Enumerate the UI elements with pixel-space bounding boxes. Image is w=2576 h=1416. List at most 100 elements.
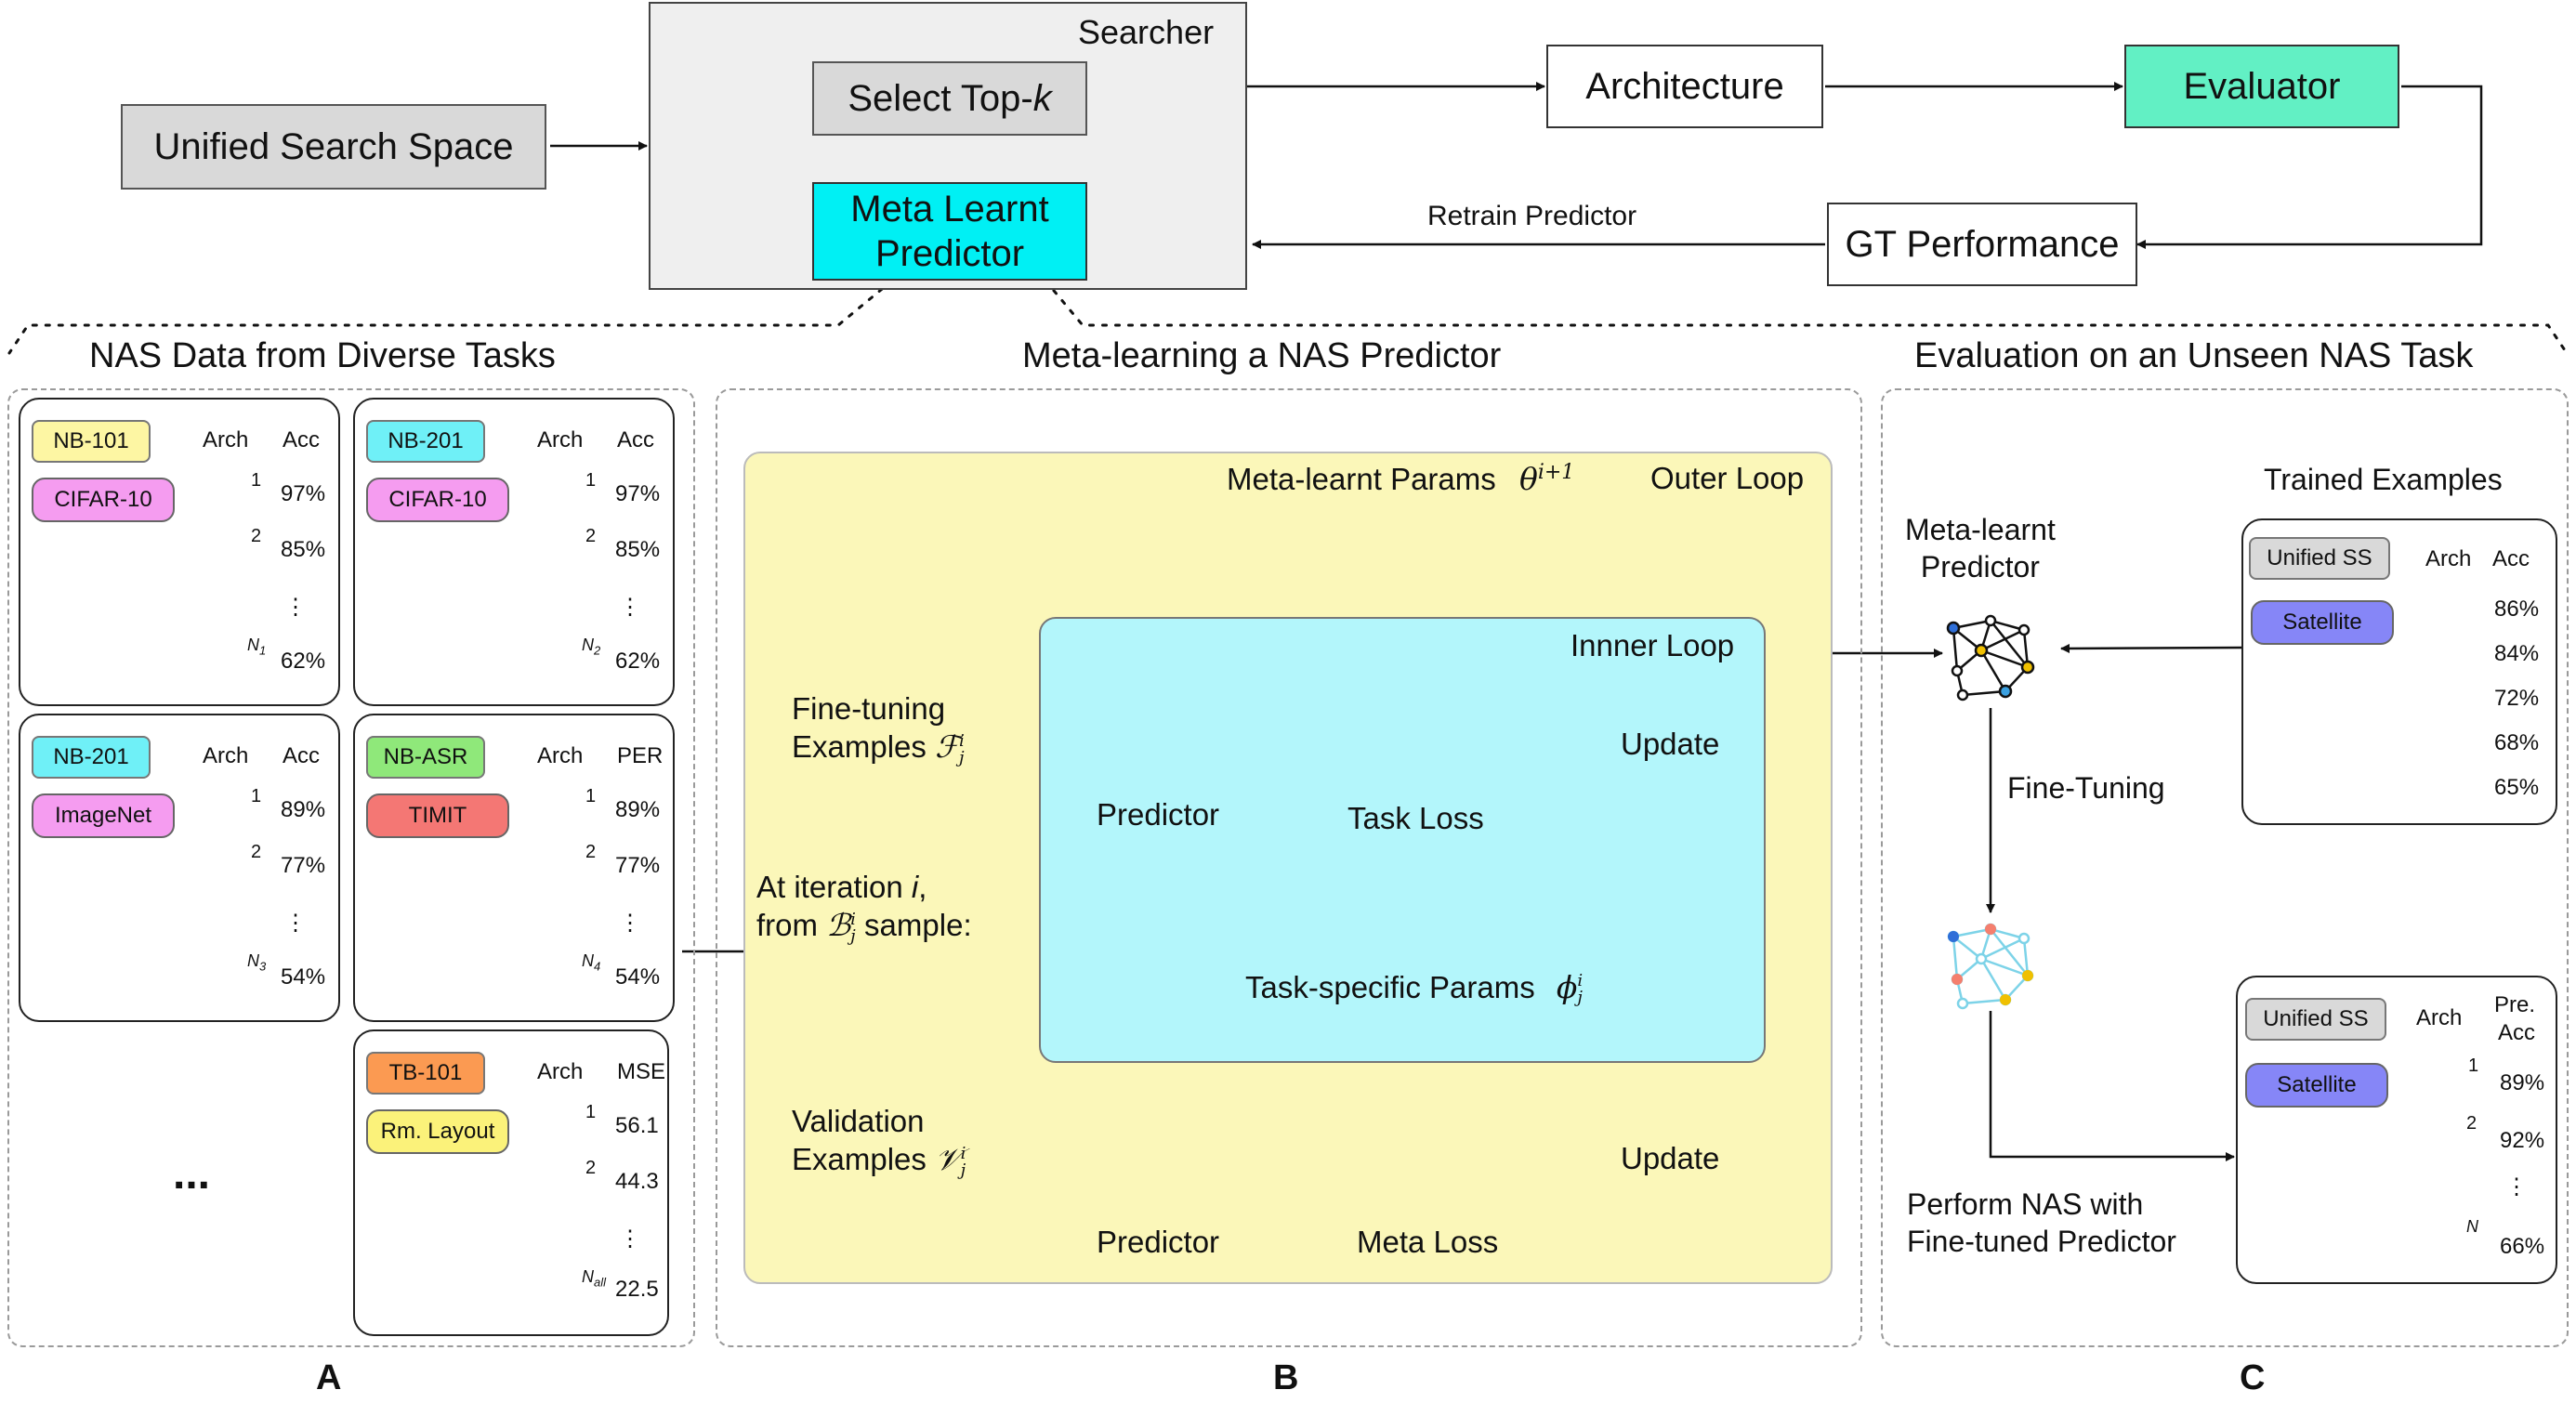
meta-params-label: Meta-learnt Params θi+1 — [1227, 461, 1574, 497]
arch-index-n-sub: 1 — [259, 643, 267, 658]
validation-symbol: 𝒱 — [935, 1141, 961, 1178]
finetune-sup: i — [959, 730, 965, 751]
inner-loop-label: Innner Loop — [1571, 628, 1735, 662]
meta-loss-label: Meta Loss — [1357, 1225, 1499, 1259]
dataset-badge: CIFAR-10 — [366, 478, 509, 522]
vertical-ellipsis: ⋮ — [284, 911, 307, 936]
arch-index: 1 — [251, 786, 262, 806]
predictor-label-1: Predictor — [1097, 797, 1220, 832]
searcher-label: Searcher — [1078, 13, 1215, 51]
validation-sub: j — [960, 1160, 966, 1180]
benchmark-tag: NB-201 — [32, 736, 151, 779]
arch-col-header: Arch — [537, 743, 584, 768]
arch-index-n-sub: all — [594, 1275, 607, 1290]
arch-index-n: N1 — [247, 636, 266, 659]
arch-index-n: N4 — [582, 951, 600, 975]
metric-value: 77% — [615, 853, 661, 878]
dataset-badge: CIFAR-10 — [32, 478, 175, 522]
metric-value-n: 22.5 — [615, 1277, 659, 1302]
more-tasks-ellipsis: ... — [173, 1149, 211, 1199]
metric-value: 85% — [615, 537, 661, 562]
unified-ss-tag: Unified SS — [2245, 998, 2386, 1041]
meta-params-text: Meta-learnt Params — [1227, 462, 1496, 496]
arch-index-n-letter: N — [247, 636, 259, 654]
task-params-symbol: ϕ — [1556, 969, 1578, 1005]
select-topk-box: Select Top-k — [812, 61, 1087, 136]
section-b-frame — [716, 388, 1862, 1347]
task-loss-label: Task Loss — [1347, 801, 1484, 835]
meta-learnt-predictor-label: Meta-learnt Predictor — [1905, 511, 2056, 585]
section-letter-b: B — [1273, 1358, 1299, 1397]
arch-index-n: Nall — [582, 1267, 606, 1291]
architecture-box: Architecture — [1546, 45, 1823, 128]
metric-value: 72% — [2494, 686, 2540, 711]
validation-line1: Validation — [792, 1104, 925, 1138]
metric-value-n: 62% — [281, 649, 326, 674]
perform-nas-line2: Fine-tuned Predictor — [1907, 1225, 2176, 1258]
vertical-ellipsis: ⋮ — [619, 595, 641, 620]
section-c-title: Evaluation on an Unseen NAS Task — [1914, 336, 2474, 375]
arch-index: 1 — [585, 1102, 597, 1122]
arch-index-n-sub: 4 — [594, 959, 601, 974]
arch-index-n-letter: N — [247, 951, 259, 970]
metric-value: 65% — [2494, 775, 2540, 800]
arch-index-n-letter: N — [582, 951, 594, 970]
task-params-sub: j — [1577, 988, 1584, 1008]
metric-col-header: PER — [617, 743, 664, 768]
metric-col-header: MSE — [617, 1059, 666, 1084]
metric-value: 97% — [281, 481, 326, 506]
metric-value: 44.3 — [615, 1169, 659, 1194]
arch-index: 1 — [251, 470, 262, 491]
update-label-2: Update — [1621, 1141, 1720, 1175]
finetune-symbol: ℱ — [935, 728, 960, 766]
metric-value: 77% — [281, 853, 326, 878]
metric-value-n: 54% — [615, 964, 661, 990]
meta-learnt-predictor-line2: Predictor — [1920, 550, 2040, 583]
metric-value: 92% — [2500, 1128, 2545, 1153]
benchmark-tag: NB-101 — [32, 420, 151, 463]
metric-col-header: Acc — [617, 427, 655, 452]
arch-index: 2 — [585, 526, 597, 546]
arch-index: 2 — [585, 1158, 597, 1178]
section-letter-c: C — [2240, 1358, 2266, 1397]
arch-col-header: Arch — [203, 743, 249, 768]
metric-value-n: 66% — [2500, 1234, 2545, 1259]
outer-loop-label: Outer Loop — [1650, 461, 1805, 495]
perform-nas-line1: Perform NAS with — [1907, 1187, 2144, 1221]
iteration-line1: At iteration i, — [756, 868, 972, 906]
section-a-title: NAS Data from Diverse Tasks — [89, 336, 556, 375]
retrain-predictor-label: Retrain Predictor — [1427, 201, 1637, 231]
metric-value-n: 62% — [615, 649, 661, 674]
metric-col-header-1: Pre. — [2494, 992, 2536, 1017]
metric-value: 68% — [2494, 730, 2540, 755]
vertical-ellipsis: ⋮ — [284, 595, 307, 620]
arch-index: 1 — [2468, 1055, 2479, 1076]
unified-ss-tag: Unified SS — [2249, 537, 2390, 580]
benchmark-tag: TB-101 — [366, 1052, 485, 1095]
arch-index: 1 — [585, 786, 597, 806]
metric-value: 89% — [615, 797, 661, 822]
section-c-frame — [1881, 388, 2569, 1347]
metric-value: 89% — [2500, 1070, 2545, 1095]
iteration-from: from — [756, 908, 827, 943]
metric-value: 89% — [281, 797, 326, 822]
arch-index-n: N2 — [582, 636, 600, 659]
vertical-ellipsis: ⋮ — [619, 1226, 641, 1252]
select-topk-k: k — [1032, 78, 1052, 119]
satellite-badge: Satellite — [2251, 600, 2394, 645]
gt-performance-box: GT Performance — [1827, 203, 2137, 286]
iteration-comma: , — [918, 870, 927, 904]
metric-value: 84% — [2494, 641, 2540, 666]
validation-sup: i — [960, 1143, 966, 1163]
meta-learnt-predictor-box: Meta Learnt Predictor — [812, 182, 1087, 281]
fine-tuning-label: Fine-Tuning — [2007, 771, 2165, 805]
benchmark-tag: NB-ASR — [366, 736, 485, 779]
validation-line2-text: Examples — [792, 1142, 927, 1177]
